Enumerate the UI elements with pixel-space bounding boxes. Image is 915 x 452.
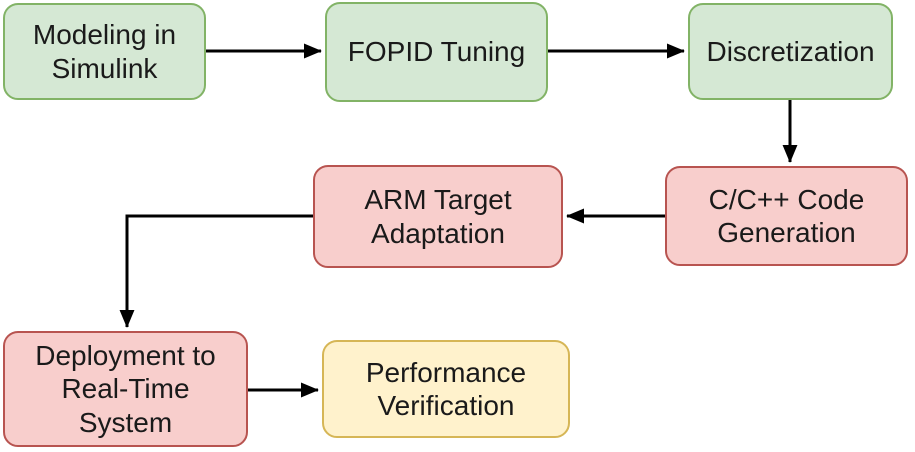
node-deployment-to-realtime-system-label: Deployment to Real-Time System [35,340,216,438]
node-deployment-to-realtime-system: Deployment to Real-Time System [3,331,248,447]
node-arm-target-adaptation: ARM Target Adaptation [313,165,563,268]
edge-arm-to-deployment-arrow [119,214,313,328]
node-discretization: Discretization [688,3,893,100]
node-fopid-tuning-label: FOPID Tuning [347,36,526,68]
node-performance-verification: Performance Verification [322,340,570,438]
node-modeling-in-simulink-label: Modeling in Simulink [32,19,177,84]
node-discretization-label: Discretization [706,35,875,67]
node-arm-target-adaptation-label: ARM Target Adaptation [364,184,512,249]
node-cpp-code-generation: C/C++ Code Generation [665,166,908,266]
node-performance-verification-label: Performance Verification [365,356,527,421]
node-cpp-code-generation-label: C/C++ Code Generation [708,183,865,248]
node-modeling-in-simulink: Modeling in Simulink [3,3,206,100]
node-fopid-tuning: FOPID Tuning [325,2,548,102]
